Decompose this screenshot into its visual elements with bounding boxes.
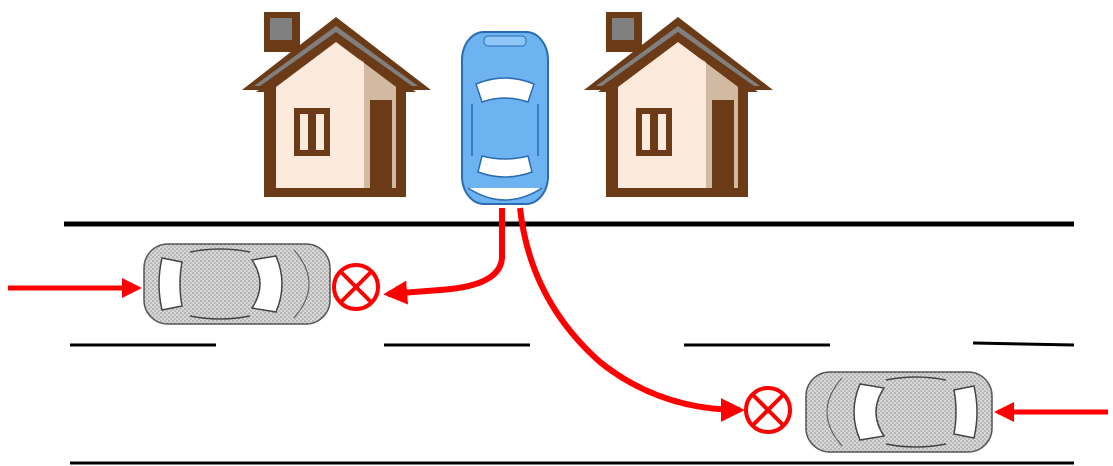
crossed-circle-icon [744,386,792,434]
left-turn-path [383,208,505,305]
crossed-circle-icon [332,263,380,311]
house-icon [242,12,431,197]
car-eastbound [143,243,331,325]
right-turn-path [517,207,745,422]
lane-dash-4 [972,341,1075,347]
car-top-view-icon [461,31,549,205]
car-westbound [805,371,993,453]
house-icon [584,12,773,197]
